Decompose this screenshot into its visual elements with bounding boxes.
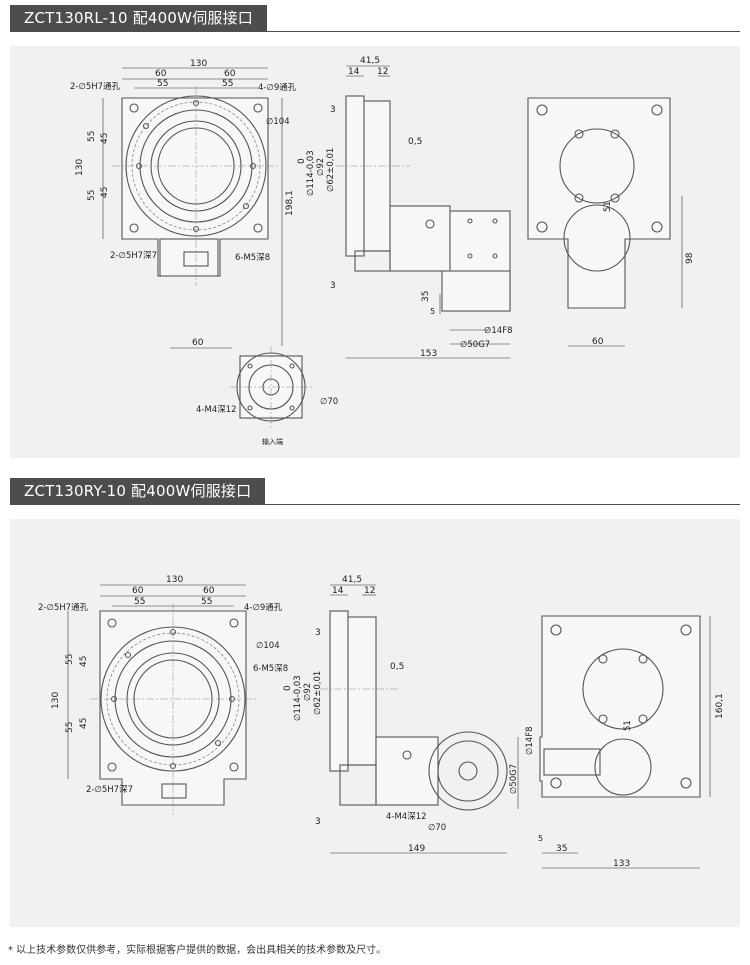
s2-dia50g7: ∅50G7 (509, 764, 519, 794)
s2-pin2-label: 2-∅5H7深7 (86, 785, 133, 795)
s1-v45a: 45 (100, 133, 110, 144)
s2-dim-160-1: 160,1 (715, 693, 725, 719)
s1-dim-5: 5 (430, 307, 435, 316)
s2-dim-3b: 3 (315, 817, 321, 827)
s2-dim-130: 130 (166, 575, 183, 585)
s2-front-view (67, 584, 258, 815)
s1-dim-35: 35 (421, 291, 431, 302)
s1-dim-153: 153 (420, 349, 437, 359)
s1-dia50g7: ∅50G7 (460, 340, 490, 350)
s2-dim-41-5: 41,5 (342, 575, 362, 585)
s1-front-view (102, 67, 283, 349)
section1-drawing: 130 60 60 55 55 2-∅5H7通孔 4-∅9通孔 ∅104 55 … (70, 56, 695, 446)
s2-v55b: 55 (65, 722, 75, 733)
s2-dia14f8: ∅14F8 (525, 726, 535, 755)
s1-dim-14: 14 (348, 67, 360, 77)
s2-m5-label: 6-M5深8 (253, 664, 288, 674)
footnote: * 以上技术参数仅供参考，实际根据客户提供的数据，会出具相关的技术参数及尺寸。 (8, 945, 387, 956)
s1-dim-60-rear: 60 (592, 337, 604, 347)
s1-hole2-label: 2-∅5H7通孔 (70, 81, 121, 92)
s2-rear-view (539, 615, 711, 869)
s1-input-label: 输入端 (262, 437, 283, 446)
section2-drawing: 130 60 60 55 55 2-∅5H7通孔 4-∅9通孔 ∅104 6-M… (38, 575, 725, 869)
s2-dim-5: 5 (538, 834, 543, 843)
s1-dia70: ∅70 (320, 397, 338, 407)
s1-dim-98: 98 (685, 252, 695, 264)
s2-hole4-label: 4-∅9通孔 (244, 602, 283, 613)
s2-dia104-label: ∅104 (256, 641, 280, 651)
s2-v55a: 55 (65, 654, 75, 665)
s1-dim-0-5: 0,5 (408, 137, 422, 147)
s2-dim-35: 35 (556, 844, 567, 854)
s1-v55a: 55 (87, 131, 97, 142)
s2-dim-14: 14 (332, 586, 344, 596)
s1-dim-12: 12 (377, 67, 388, 77)
s1-v130: 130 (75, 159, 85, 176)
s2-dia92: ∅92 (303, 683, 313, 701)
s1-rear-view (527, 97, 683, 347)
s1-dia92: ∅92 (316, 158, 326, 176)
s1-v45b: 45 (100, 187, 110, 198)
section2-title: ZCT130RY-10 配400W伺服接口 (10, 478, 266, 504)
s1-d198: 198,1 (285, 190, 295, 216)
section1-divider (10, 31, 740, 32)
s2-v45b: 45 (79, 718, 89, 729)
s1-dim-130: 130 (190, 59, 207, 69)
section2-divider (10, 504, 740, 505)
s2-dim-149: 149 (408, 844, 425, 854)
s1-zero: 0 (297, 158, 307, 164)
s2-dim-3a: 3 (315, 628, 321, 638)
s1-side-view (336, 65, 511, 359)
section1-title: ZCT130RL-10 配400W伺服接口 (10, 5, 267, 31)
s1-hole4-label: 4-∅9通孔 (258, 82, 297, 93)
s1-pin2-label: 2-∅5H7深7 (110, 251, 157, 261)
section1-drawing-panel: 130 60 60 55 55 2-∅5H7通孔 4-∅9通孔 ∅104 55 … (10, 46, 740, 458)
s1-m5-label: 6-M5深8 (235, 253, 270, 263)
s2-dia114: ∅114-0,03 (293, 675, 303, 721)
s2-dim-60a: 60 (132, 586, 144, 596)
s1-dim-3a: 3 (330, 105, 336, 115)
s2-v45a: 45 (79, 656, 89, 667)
s2-dia70: ∅70 (428, 823, 446, 833)
s1-dia104-label: ∅104 (266, 117, 290, 127)
s2-dim-55b: 55 (201, 597, 212, 607)
s1-dim-60a: 60 (155, 69, 167, 79)
s2-dim-55a: 55 (134, 597, 145, 607)
s1-m4-label: 4-M4深12 (196, 405, 237, 415)
s1-input-flange-view (230, 346, 312, 428)
s1-dim-55a: 55 (157, 79, 168, 89)
s2-dim-51: 51 (623, 720, 633, 731)
s1-dia62: ∅62±0,01 (326, 148, 336, 192)
s1-dia114: ∅114-0,03 (306, 150, 316, 196)
s1-v55b: 55 (87, 190, 97, 201)
s2-hole2-label: 2-∅5H7通孔 (38, 602, 89, 613)
s2-dim-60b: 60 (203, 586, 215, 596)
s1-dim-3b: 3 (330, 281, 336, 291)
s1-dim-60-bottom: 60 (192, 338, 204, 348)
s2-dim-133: 133 (613, 859, 630, 869)
s1-dim-55b: 55 (222, 79, 233, 89)
s2-v130: 130 (51, 692, 61, 709)
s2-side-view (320, 584, 519, 854)
s2-m4-label: 4-M4深12 (386, 812, 427, 822)
section2-drawing-panel: 130 60 60 55 55 2-∅5H7通孔 4-∅9通孔 ∅104 6-M… (10, 519, 740, 927)
s1-dim-60b: 60 (224, 69, 236, 79)
s2-dim-0-5: 0,5 (390, 662, 404, 672)
s1-dim-51: 51 (603, 201, 613, 212)
s1-dia14f8: ∅14F8 (484, 326, 513, 336)
s2-dim-12: 12 (364, 586, 375, 596)
s2-dia62: ∅62±0,01 (313, 671, 323, 715)
s2-zero: 0 (283, 685, 293, 691)
s1-dim-41-5: 41,5 (360, 56, 380, 66)
